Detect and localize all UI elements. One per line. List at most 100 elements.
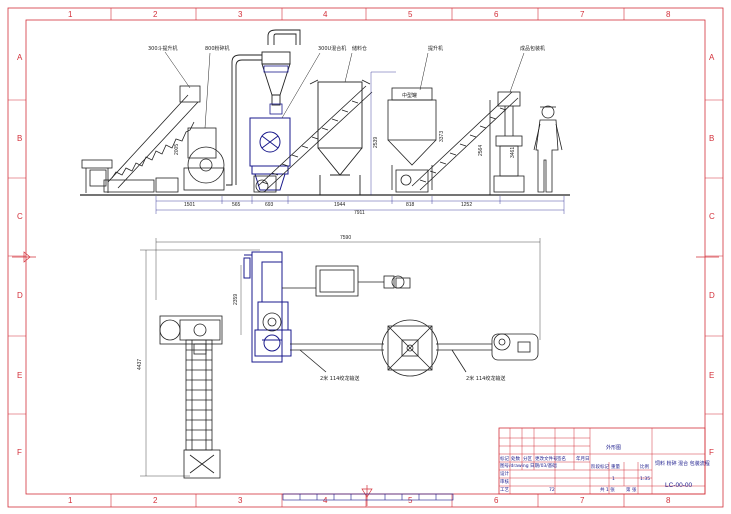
callout-packer: 成品包装机 <box>520 45 545 52</box>
col-label-top: 7 <box>580 10 585 19</box>
conveyor-plan <box>290 343 492 373</box>
col-label-top: 6 <box>494 10 499 19</box>
col-label-bottom: 1 <box>68 496 73 505</box>
tb-weight: 72 <box>549 487 555 493</box>
dim-height-4: 2564 <box>478 145 484 156</box>
col-label-bottom: 3 <box>238 496 243 505</box>
packer-plan <box>491 333 539 361</box>
dim-height-3: 3373 <box>439 131 445 142</box>
dim-plan-depth: 4437 <box>137 359 143 370</box>
tb-row-review: 审核 <box>500 478 509 485</box>
row-label-left: B <box>17 134 22 143</box>
tb-header-date: 年月日 <box>576 455 590 462</box>
center-mark-icon <box>12 251 719 263</box>
outer-border <box>7 7 724 508</box>
tb-scale-label: 比例 <box>640 463 649 470</box>
silo-plan <box>315 265 411 297</box>
bottom-scale-ruler <box>282 493 454 501</box>
pipe-label-2: 2米 114绞龙输送 <box>466 375 505 382</box>
dim-width-6: 1252 <box>461 202 472 208</box>
callout-bucket-elevator: 300斗提升机 <box>148 45 178 52</box>
cyclone-plan <box>262 287 316 332</box>
screw-conveyor-1 <box>253 85 373 193</box>
row-label-right: F <box>709 448 714 457</box>
elevator-plan <box>183 339 221 479</box>
row-label-left: D <box>17 291 23 300</box>
row-label-right: C <box>709 212 715 221</box>
tb-stage-label: 阶段标记 <box>591 463 609 470</box>
tb-sheet-count: 1 <box>612 476 615 482</box>
row-label-right: A <box>709 53 715 62</box>
col-label-bottom: 6 <box>494 496 499 505</box>
tb-drawing-code: LC-00-00 <box>665 482 692 489</box>
col-label-bottom: 8 <box>666 496 671 505</box>
feed-table <box>81 159 113 193</box>
col-label-top: 1 <box>68 10 73 19</box>
tb-header-zone: 分区 <box>523 455 532 462</box>
col-label-bottom: 4 <box>323 496 328 505</box>
dim-height-1: 2005 <box>174 144 180 155</box>
storage-silo <box>309 79 371 195</box>
dim-width-3: 693 <box>265 202 274 208</box>
row-label-right: B <box>709 134 714 143</box>
tank-plan <box>381 319 439 377</box>
inner-border <box>25 19 706 495</box>
elevation-view: 300斗提升机 800粉碎机 2005 <box>80 29 570 216</box>
callout-lifter: 提升机 <box>428 45 443 52</box>
mixer-plan <box>243 251 292 363</box>
col-label-top: 3 <box>238 10 243 19</box>
tb-drawing-title: 外形图 <box>606 444 621 451</box>
pipe-label-1: 2米 114绞龙输送 <box>320 375 359 382</box>
screw-conveyor-2 <box>411 91 519 191</box>
dim-width-5: 818 <box>406 202 415 208</box>
tb-sheet-total: 共 1 张 <box>600 486 615 493</box>
tank-label: 中型罐 <box>402 92 417 99</box>
tb-project-name: 饲料 粉碎 混合 包装流程 <box>655 460 710 467</box>
dimension-chain <box>155 196 565 214</box>
dim-width-4: 1944 <box>334 202 345 208</box>
col-label-bottom: 2 <box>153 496 158 505</box>
col-label-top: 5 <box>408 10 413 19</box>
dim-width-2: 565 <box>232 202 241 208</box>
mill-plan <box>159 315 223 355</box>
mixer-elevation <box>249 117 291 191</box>
tb-scale: 1:35 <box>640 476 650 482</box>
row-markers <box>8 99 723 415</box>
triangle-mark-icon <box>361 485 373 506</box>
dim-overall: 7911 <box>354 210 365 216</box>
tb-header-count: 处数 <box>511 455 520 462</box>
column-markers <box>110 8 625 507</box>
cyclone-outline <box>263 65 289 115</box>
intermediate-tank <box>387 87 437 193</box>
col-label-top: 8 <box>666 10 671 19</box>
callout-hammer-mill: 800粉碎机 <box>205 45 230 52</box>
tb-header-doc: 更改文件号 <box>535 455 558 462</box>
col-label-bottom: 7 <box>580 496 585 505</box>
dim-plan-width: 7590 <box>340 235 351 241</box>
cyclone-pipe <box>226 29 301 186</box>
dim-height-2: 2539 <box>373 137 379 148</box>
dim-height-5: 3461 <box>510 147 516 158</box>
tb-revision-line: 图号/drawing 日期/03/基础 <box>500 462 557 469</box>
title-block: 外形图 饲料 粉碎 混合 包装流程 LC-00-00 标记 处数 分区 更改文件… <box>498 427 710 495</box>
tb-row-process: 工艺 <box>500 487 509 493</box>
row-label-right: D <box>709 291 715 300</box>
row-label-left: A <box>17 53 23 62</box>
row-label-right: E <box>709 371 714 380</box>
tb-header-sign: 签名 <box>557 455 566 462</box>
col-label-top: 2 <box>153 10 158 19</box>
dim-width-1: 1501 <box>184 202 195 208</box>
bucket-elevator-1 <box>103 85 201 193</box>
plan-view: 7590 4437 2359 <box>137 235 541 479</box>
col-label-top: 4 <box>323 10 328 19</box>
tb-weight-label: 重量 <box>611 463 620 470</box>
dim-mixer-width: 2359 <box>233 294 239 305</box>
human-figure <box>533 105 563 193</box>
row-label-left: C <box>17 212 23 221</box>
packaging-machine <box>489 91 525 195</box>
tb-sheet-number: 第 张 <box>626 486 637 493</box>
row-label-left: F <box>17 448 22 457</box>
tb-header-mark: 标记 <box>500 455 509 462</box>
callout-silo: 储料仓 <box>352 45 367 52</box>
